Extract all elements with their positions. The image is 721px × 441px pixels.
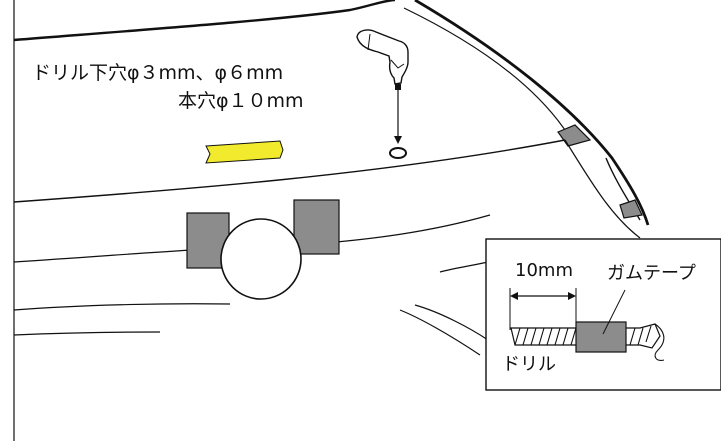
inset-detail-box — [485, 238, 721, 391]
body-top-edge — [13, 0, 396, 42]
yellow-tape-strip — [205, 140, 284, 164]
gum-tape-label: ガムテープ — [607, 263, 696, 284]
dimension-arrow-left — [510, 292, 518, 300]
bumper-right-short-line — [439, 261, 489, 273]
body-top-secondary-line — [403, 7, 566, 131]
round-emblem — [220, 218, 302, 300]
hole-mark — [389, 147, 407, 159]
drill-hole-annotation-line1: ドリル下穴φ３mm、φ６mm — [32, 62, 284, 84]
dimension-label: 10mm — [515, 260, 573, 281]
drill-hole-annotation-line2: 本穴φ１０mm — [178, 90, 304, 112]
gum-tape-leader-line — [602, 289, 626, 335]
dimension-arrow-right — [568, 292, 576, 300]
drill-icon — [356, 29, 409, 90]
drill-arrow-head — [394, 136, 402, 144]
body-corner-outline — [414, 0, 650, 226]
lower-diagonal-line-1 — [399, 309, 481, 356]
bumper-upper-line — [13, 139, 566, 203]
drill-bit-label: ドリル — [502, 354, 556, 375]
bumper-lower-line — [13, 303, 231, 311]
bumper-bottom-line — [13, 331, 161, 336]
lower-diagonal-line-2 — [414, 304, 489, 341]
bumper-upper-curve — [564, 139, 641, 239]
corner-gray-piece-lower — [619, 199, 643, 219]
gray-plate-right — [293, 199, 340, 255]
gum-tape-block — [575, 321, 627, 353]
